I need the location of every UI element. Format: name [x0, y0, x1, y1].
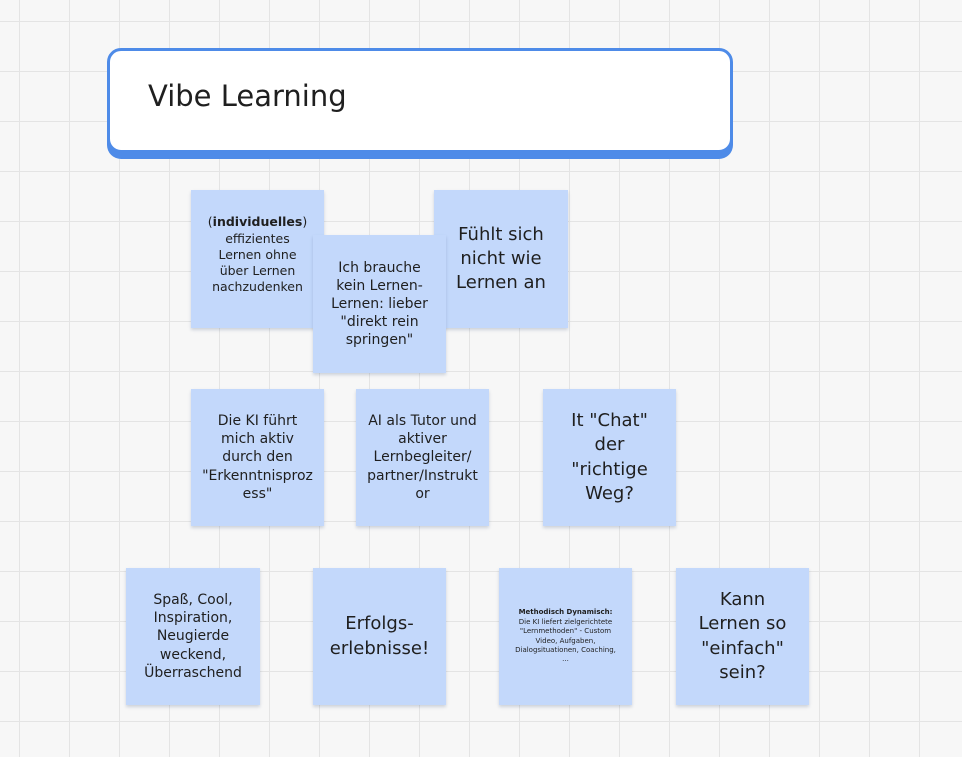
note-line: nachzudenken — [212, 279, 303, 295]
sticky-note-no-learning-to-learn[interactable]: Ich brauche kein Lernen-Lernen: lieber "… — [313, 235, 446, 373]
sticky-note-fun-cool-inspiration[interactable]: Spaß, Cool, Inspiration, Neugierde wecke… — [126, 568, 260, 705]
sticky-note-chat-right-way[interactable]: It "Chat" der "richtige Weg? — [543, 389, 676, 526]
note-text: Fühlt sich nicht wie Lernen an — [456, 223, 546, 294]
note-line: über Lernen — [219, 263, 296, 279]
sticky-note-can-learning-be-easy[interactable]: Kann Lernen so "einfach" sein? — [676, 568, 809, 705]
sticky-note-ai-guides-insight[interactable]: Die KI führt mich aktiv durch den "Erken… — [191, 389, 324, 526]
note-text: It "Chat" der "richtige Weg? — [571, 409, 648, 504]
note-line: effizientes — [225, 230, 290, 246]
sticky-note-success-experiences[interactable]: Erfolgs-erlebnisse! — [313, 568, 446, 705]
note-text: Die KI führt mich aktiv durch den "Erken… — [202, 413, 313, 502]
note-bold-text: Methodisch Dynamisch: — [518, 608, 613, 617]
sticky-note-feels-not-like-learning[interactable]: Fühlt sich nicht wie Lernen an — [434, 190, 568, 328]
note-text: Kann Lernen so "einfach" sein? — [698, 588, 787, 683]
sticky-note-methodical-dynamic[interactable]: Methodisch Dynamisch: Die KI liefert zie… — [499, 568, 632, 705]
note-text: AI als Tutor und aktiver Lernbegleiter/ … — [367, 413, 478, 502]
note-bold-text: individuelles — [212, 214, 303, 230]
title-frame[interactable]: Vibe Learning — [107, 48, 733, 153]
frame-title[interactable]: Vibe Learning — [148, 79, 347, 113]
sticky-note-individual-learning[interactable]: (individuelles) effizientes Lernen ohne … — [191, 190, 324, 328]
note-line: Lernen ohne — [218, 246, 297, 262]
sticky-note-ai-as-tutor[interactable]: AI als Tutor und aktiver Lernbegleiter/ … — [356, 389, 489, 526]
note-text: Spaß, Cool, Inspiration, Neugierde wecke… — [144, 592, 242, 681]
note-text: Erfolgs-erlebnisse! — [329, 613, 430, 659]
note-text: Ich brauche kein Lernen-Lernen: lieber "… — [331, 259, 428, 349]
note-text: Die KI liefert zielgerichtete "Lernmetho… — [515, 617, 616, 664]
note-line: (individuelles) — [207, 214, 308, 230]
